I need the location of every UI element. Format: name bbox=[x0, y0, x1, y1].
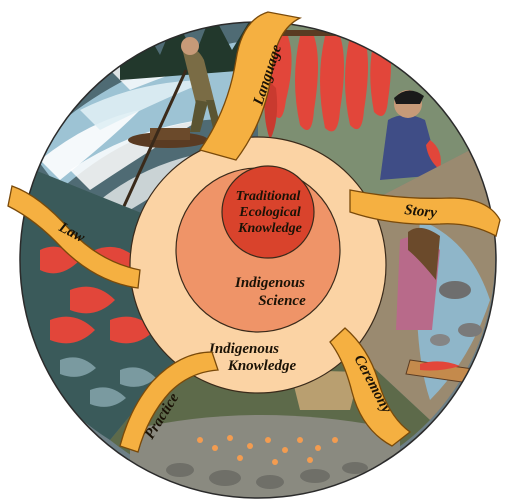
ribbon-ceremony bbox=[329, 327, 412, 447]
ribbon-band: Language Story Ceremony Practice Law bbox=[7, 11, 501, 453]
ribbon-language bbox=[198, 11, 303, 161]
traditional-ecological-knowledge-ring bbox=[221, 165, 315, 259]
tek-line-3: Knowledge bbox=[237, 221, 302, 236]
tek-line-1: Traditional bbox=[236, 189, 301, 204]
indigenous-science-line-2: Science bbox=[258, 293, 306, 309]
indigenous-science-line-1: Indigenous bbox=[234, 275, 305, 291]
ribbon-law bbox=[7, 185, 141, 289]
indigenous-knowledge-line-2: Knowledge bbox=[227, 358, 297, 374]
ribbon-practice bbox=[119, 351, 219, 453]
boy-figure bbox=[380, 90, 441, 180]
tek-line-2: Ecological bbox=[238, 205, 301, 220]
indigenous-knowledge-line-1: Indigenous bbox=[208, 341, 279, 357]
label-story: Story bbox=[404, 202, 438, 221]
ribbon-story bbox=[349, 189, 501, 237]
